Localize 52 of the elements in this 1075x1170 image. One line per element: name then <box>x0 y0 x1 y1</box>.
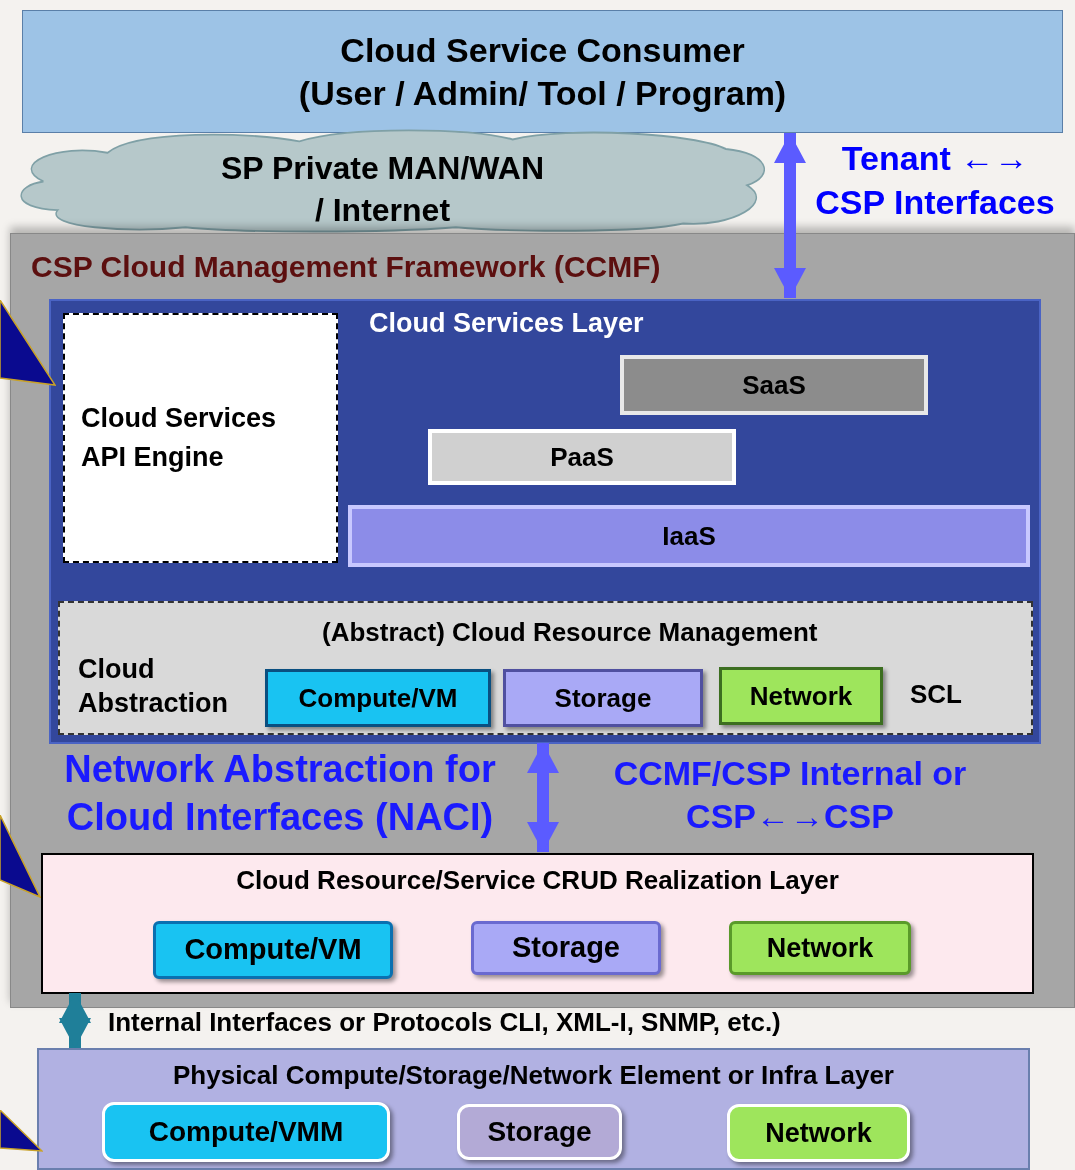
framework-panel <box>10 233 1075 1008</box>
callout-pointer <box>0 815 41 898</box>
resource-tile <box>727 1104 910 1162</box>
panel-title: (Abstract) Cloud Resource Management <box>322 616 818 649</box>
tile-label: Storage <box>554 681 652 715</box>
service-bar <box>620 355 928 415</box>
tile-label: Compute/VM <box>184 932 362 968</box>
consumer-box <box>22 10 1063 133</box>
resource-tile <box>729 921 911 975</box>
box-title: Cloud Service Consumer <box>340 30 745 71</box>
panel-title: CSP Cloud Management Framework (CCMF) <box>31 249 661 285</box>
management-panel <box>58 601 1033 735</box>
box-subtitle: (User / Admin/ Tool / Program) <box>298 72 787 114</box>
engine-label: Cloud Services API Engine <box>81 401 278 474</box>
callout-pointer <box>0 1110 43 1152</box>
resource-tile <box>471 921 661 975</box>
tile-label: Network <box>765 1116 872 1150</box>
resource-tile <box>102 1102 390 1162</box>
service-label: PaaS <box>550 440 614 474</box>
tile-label: Compute/VM <box>298 681 458 715</box>
cloud-label: SP Private MAN/WAN / Internet <box>219 149 545 230</box>
double-arrow <box>527 743 559 852</box>
resource-tile <box>503 669 703 727</box>
side-label: Cloud Abstraction <box>78 653 230 720</box>
layer-title: Cloud Resource/Service CRUD Realization Layer <box>235 864 840 897</box>
interface-label: CCMF/CSP Internal or CSP←→CSP <box>612 753 968 837</box>
layer-panel <box>49 299 1041 744</box>
double-arrow <box>59 993 91 1048</box>
tile-label: Network <box>766 931 874 965</box>
resource-tile <box>719 667 883 725</box>
double-arrow <box>774 133 806 298</box>
layer-title: Physical Compute/Storage/Network Element or Infra Layer <box>172 1059 895 1092</box>
layer-panel <box>41 853 1034 994</box>
service-label: SaaS <box>742 368 806 402</box>
service-bar <box>428 429 736 485</box>
engine-box <box>63 313 338 563</box>
interface-label: Internal Interfaces or Protocols CLI, XML-I, SNMP, etc.) <box>108 1006 781 1039</box>
layer-title: Cloud Services Layer <box>369 307 644 340</box>
interface-label: Tenant ←→ CSP Interfaces <box>814 138 1056 224</box>
service-bar <box>348 505 1030 567</box>
side-label: SCL <box>910 678 962 711</box>
service-label: IaaS <box>662 519 716 553</box>
resource-tile <box>457 1104 622 1160</box>
tile-label: Network <box>749 679 853 713</box>
tile-label: Storage <box>512 930 620 966</box>
resource-tile <box>153 921 393 979</box>
tile-label: Compute/VMM <box>148 1115 344 1149</box>
interface-label: Network Abstraction for Cloud Interfaces (NACI) <box>63 747 497 840</box>
callout-pointer <box>0 300 56 386</box>
resource-tile <box>265 669 491 727</box>
tile-label: Storage <box>487 1115 592 1149</box>
layer-panel <box>37 1048 1030 1170</box>
